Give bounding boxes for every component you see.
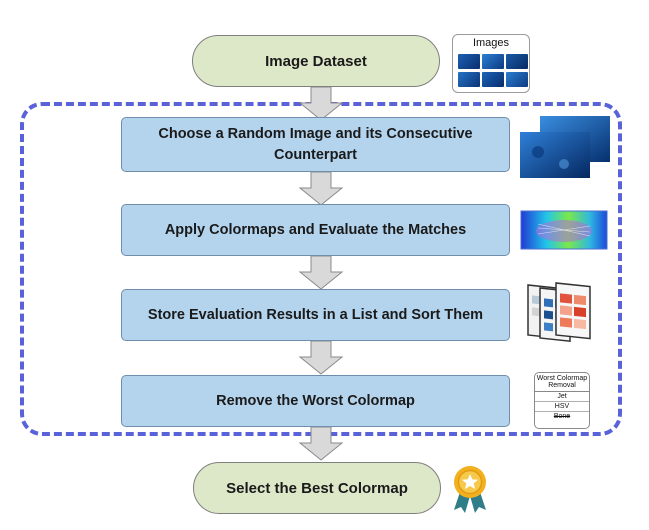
arrow-step1-to-step2 [298,172,344,206]
step-1-label: Choose a Random Image and its Consecutiv… [158,126,473,163]
removal-list-item-removed: Bone [553,413,571,421]
step-3-label: Store Evaluation Results in a List and S… [147,306,484,323]
arrow-step4-to-end [298,427,344,461]
step-apply-colormaps: Apply Colormaps and Evaluate the Matches [121,204,510,256]
step-4-label: Remove the Worst Colormap [216,392,415,409]
removal-list-item: HSV [535,402,589,413]
step-store-and-sort: Store Evaluation Results in a List and S… [121,289,510,341]
start-node-label: Image Dataset [265,52,367,70]
arrow-dataset-to-step1 [298,87,344,121]
stacked-heatmaps-icon [527,282,591,342]
end-node-label: Select the Best Colormap [226,479,408,497]
arrow-step3-to-step4 [298,341,344,375]
arrow-step2-to-step3 [298,256,344,290]
step-remove-worst-colormap: Remove the Worst Colormap [121,375,510,427]
images-thumbnail-title: Images [472,37,510,49]
removal-list-item: Jet [535,392,589,403]
step-choose-random-image: Choose a Random Image and its Consecutiv… [121,117,510,172]
colormap-match-icon [520,210,608,250]
step-2-label: Apply Colormaps and Evaluate the Matches [164,221,467,238]
medal-star-icon [454,466,486,513]
image-pair-icon [520,116,610,178]
start-node-image-dataset: Image Dataset [192,35,440,87]
removal-list-title: Worst Colormap Removal [535,373,589,392]
colormap-removal-list: Worst Colormap Removal Jet HSV Bone [534,372,590,429]
end-node-best-colormap: Select the Best Colormap [193,462,441,514]
images-thumbnail-card: Images [452,34,530,93]
